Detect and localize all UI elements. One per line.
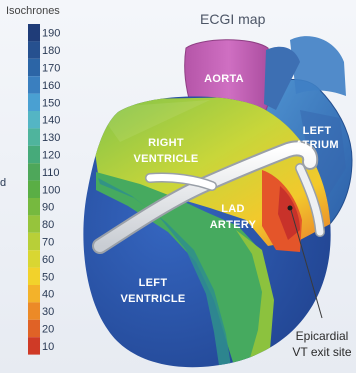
legend-swatch: [28, 24, 40, 41]
legend-swatch: [28, 146, 40, 163]
legend-value: 180: [42, 45, 60, 57]
svg-text:VENTRICLE: VENTRICLE: [133, 153, 198, 165]
legend-swatch: [28, 233, 40, 250]
legend-swatch: [28, 181, 40, 198]
legend-swatch: [28, 128, 40, 145]
legend-swatch: [28, 59, 40, 76]
legend-value: 20: [42, 324, 54, 336]
legend-value: 30: [42, 306, 54, 318]
legend-swatch: [28, 285, 40, 302]
legend-swatch: [28, 215, 40, 232]
svg-text:LEFT: LEFT: [303, 125, 332, 137]
legend-swatch: [28, 41, 40, 58]
svg-text:RIGHT: RIGHT: [148, 137, 184, 149]
callout-line-1: Epicardial: [296, 329, 349, 343]
legend-swatch: [28, 163, 40, 180]
legend-swatch: [28, 250, 40, 267]
legend-swatch: [28, 302, 40, 319]
legend-value: 110: [42, 167, 60, 179]
side-glyph: d: [0, 177, 6, 189]
legend-value: 10: [42, 341, 54, 353]
legend-swatch: [28, 320, 40, 337]
legend-value: 40: [42, 289, 54, 301]
legend-value: 90: [42, 202, 54, 214]
legend-value: 60: [42, 254, 54, 266]
legend-value: 50: [42, 271, 54, 283]
legend-value: 160: [42, 80, 60, 92]
legend-value: 100: [42, 184, 60, 196]
legend-value: 120: [42, 150, 60, 162]
callout-dot: [288, 206, 293, 211]
legend-value: 130: [42, 132, 60, 144]
legend-swatch: [28, 198, 40, 215]
legend-title: Isochrones: [6, 5, 60, 17]
legend-value: 190: [42, 28, 60, 40]
legend-swatch: [28, 268, 40, 285]
aorta-label: AORTA: [204, 73, 244, 85]
svg-text:ARTERY: ARTERY: [210, 219, 257, 231]
callout-line-2: VT exit site: [292, 345, 351, 359]
legend-value: 170: [42, 63, 60, 75]
svg-text:LEFT: LEFT: [139, 277, 168, 289]
legend-value: 70: [42, 237, 54, 249]
legend-swatch: [28, 111, 40, 128]
legend-swatch: [28, 94, 40, 111]
svg-text:VENTRICLE: VENTRICLE: [120, 293, 185, 305]
map-title: ECGI map: [200, 11, 266, 27]
legend-swatch: [28, 337, 40, 354]
svg-text:AORTA: AORTA: [204, 73, 244, 85]
svg-text:ATRIUM: ATRIUM: [295, 139, 339, 151]
legend-value: 80: [42, 219, 54, 231]
legend-value: 140: [42, 115, 60, 127]
legend-value: 150: [42, 97, 60, 109]
legend-swatch: [28, 76, 40, 93]
svg-text:LAD: LAD: [221, 203, 245, 215]
